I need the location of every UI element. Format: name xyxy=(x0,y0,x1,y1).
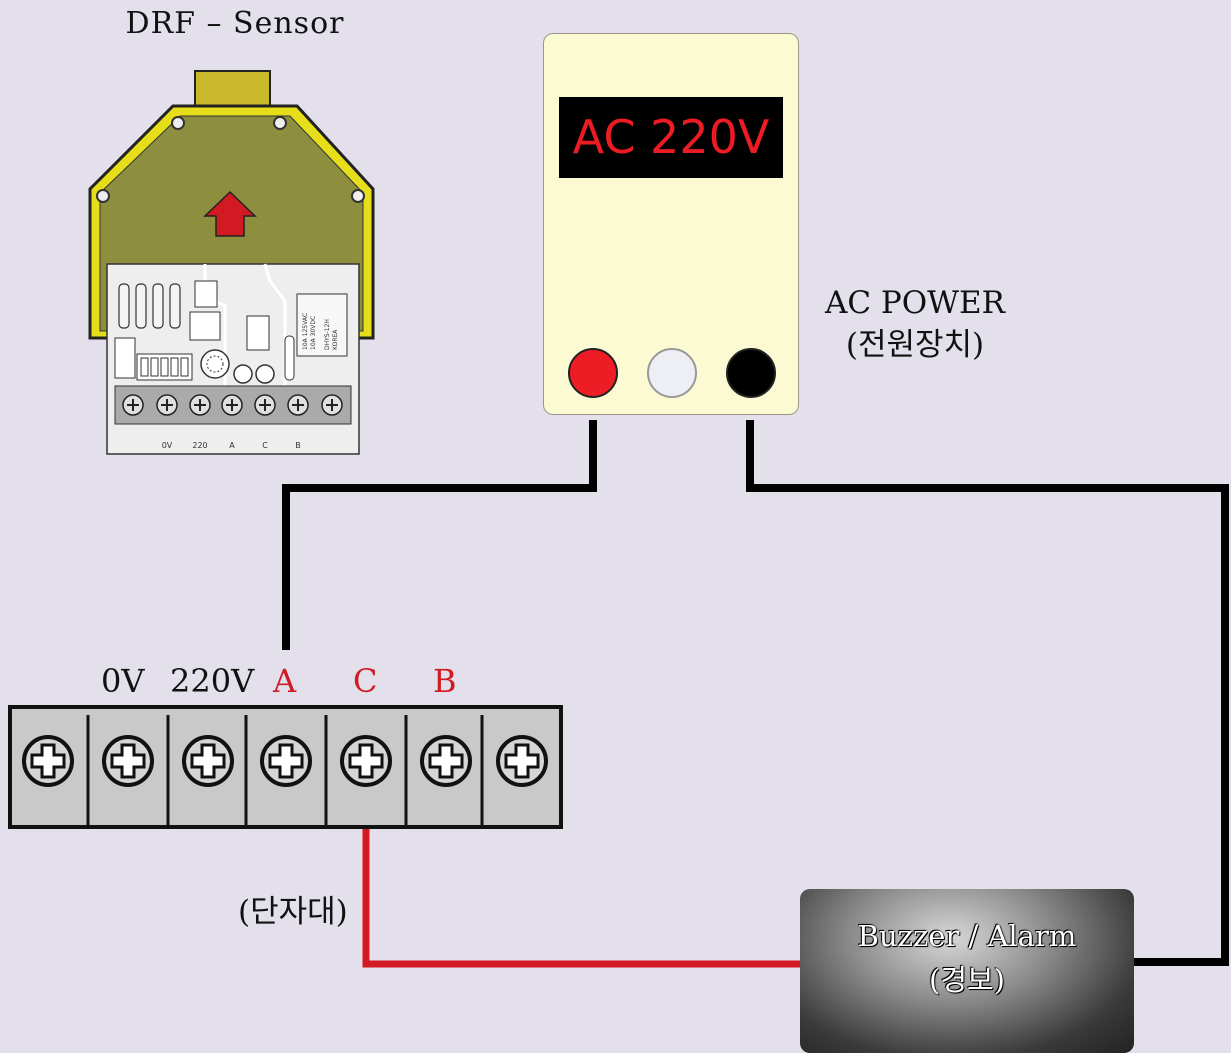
alarm-label-line1: Buzzer / Alarm xyxy=(857,919,1077,953)
ic-chip xyxy=(246,315,270,351)
power-label-line1: AC POWER xyxy=(824,285,1006,321)
screw-icon xyxy=(96,189,110,203)
terminal-screw-icon xyxy=(340,735,392,787)
terminal-screw-icon xyxy=(420,735,472,787)
terminal-label-b: B xyxy=(433,662,457,700)
terminal-screw-icon xyxy=(102,735,154,787)
relay-text: 10A 125VAC xyxy=(302,313,309,350)
screw-icon xyxy=(351,189,365,203)
wire-c-to-alarm xyxy=(362,826,800,968)
red-jack xyxy=(568,348,618,398)
ic-chip xyxy=(194,280,218,308)
terminal-screw-icon xyxy=(496,735,548,787)
power-label: AC POWER (전원장치) xyxy=(800,282,1030,366)
power-label-line2: (전원장치) xyxy=(845,327,985,363)
terminal-label-a: A xyxy=(273,662,297,700)
wire-power-to-alarm xyxy=(746,420,1229,966)
pcb-label: 0V xyxy=(162,441,173,450)
screw-icon xyxy=(171,116,185,130)
ic-chip xyxy=(189,311,221,341)
terminal-label-0v: 0V xyxy=(101,662,145,700)
white-jack xyxy=(647,348,697,398)
relay-text: DHYS-12H xyxy=(324,319,331,350)
pcb-label: C xyxy=(262,441,268,450)
pcb-label: A xyxy=(229,441,235,450)
pcb-label: B xyxy=(295,441,301,450)
relay-text: KOREA xyxy=(332,329,339,350)
terminal-screw-icon xyxy=(22,735,74,787)
relay-text: 10A 30VDC xyxy=(310,316,317,350)
relay xyxy=(296,293,348,357)
alarm-label-line2: (경보) xyxy=(929,963,1005,997)
buzzer-alarm-box: Buzzer / Alarm (경보) xyxy=(800,889,1134,1053)
terminal-label-c: C xyxy=(353,662,378,700)
pcb-label: 220 xyxy=(192,441,207,450)
wire-power-to-a xyxy=(282,420,597,650)
terminal-screw-icon xyxy=(260,735,312,787)
drf-sensor-image: 10A 125VAC 10A 30VDC DHYS-12H KOREA 0V 2… xyxy=(88,70,375,455)
terminal-label-220v: 220V xyxy=(170,662,255,700)
terminal-block-screws xyxy=(22,715,548,825)
black-jack xyxy=(726,348,776,398)
direction-arrow-icon xyxy=(203,190,257,237)
resistor-array xyxy=(118,283,181,329)
terminal-block-label: (단자대) xyxy=(238,894,348,930)
screw-icon xyxy=(273,116,287,130)
potentiometer-icon xyxy=(200,349,230,379)
voltage-display: AC 220V xyxy=(559,97,783,178)
sensor-title: DRF – Sensor xyxy=(125,6,345,41)
terminal-screw-icon xyxy=(182,735,234,787)
